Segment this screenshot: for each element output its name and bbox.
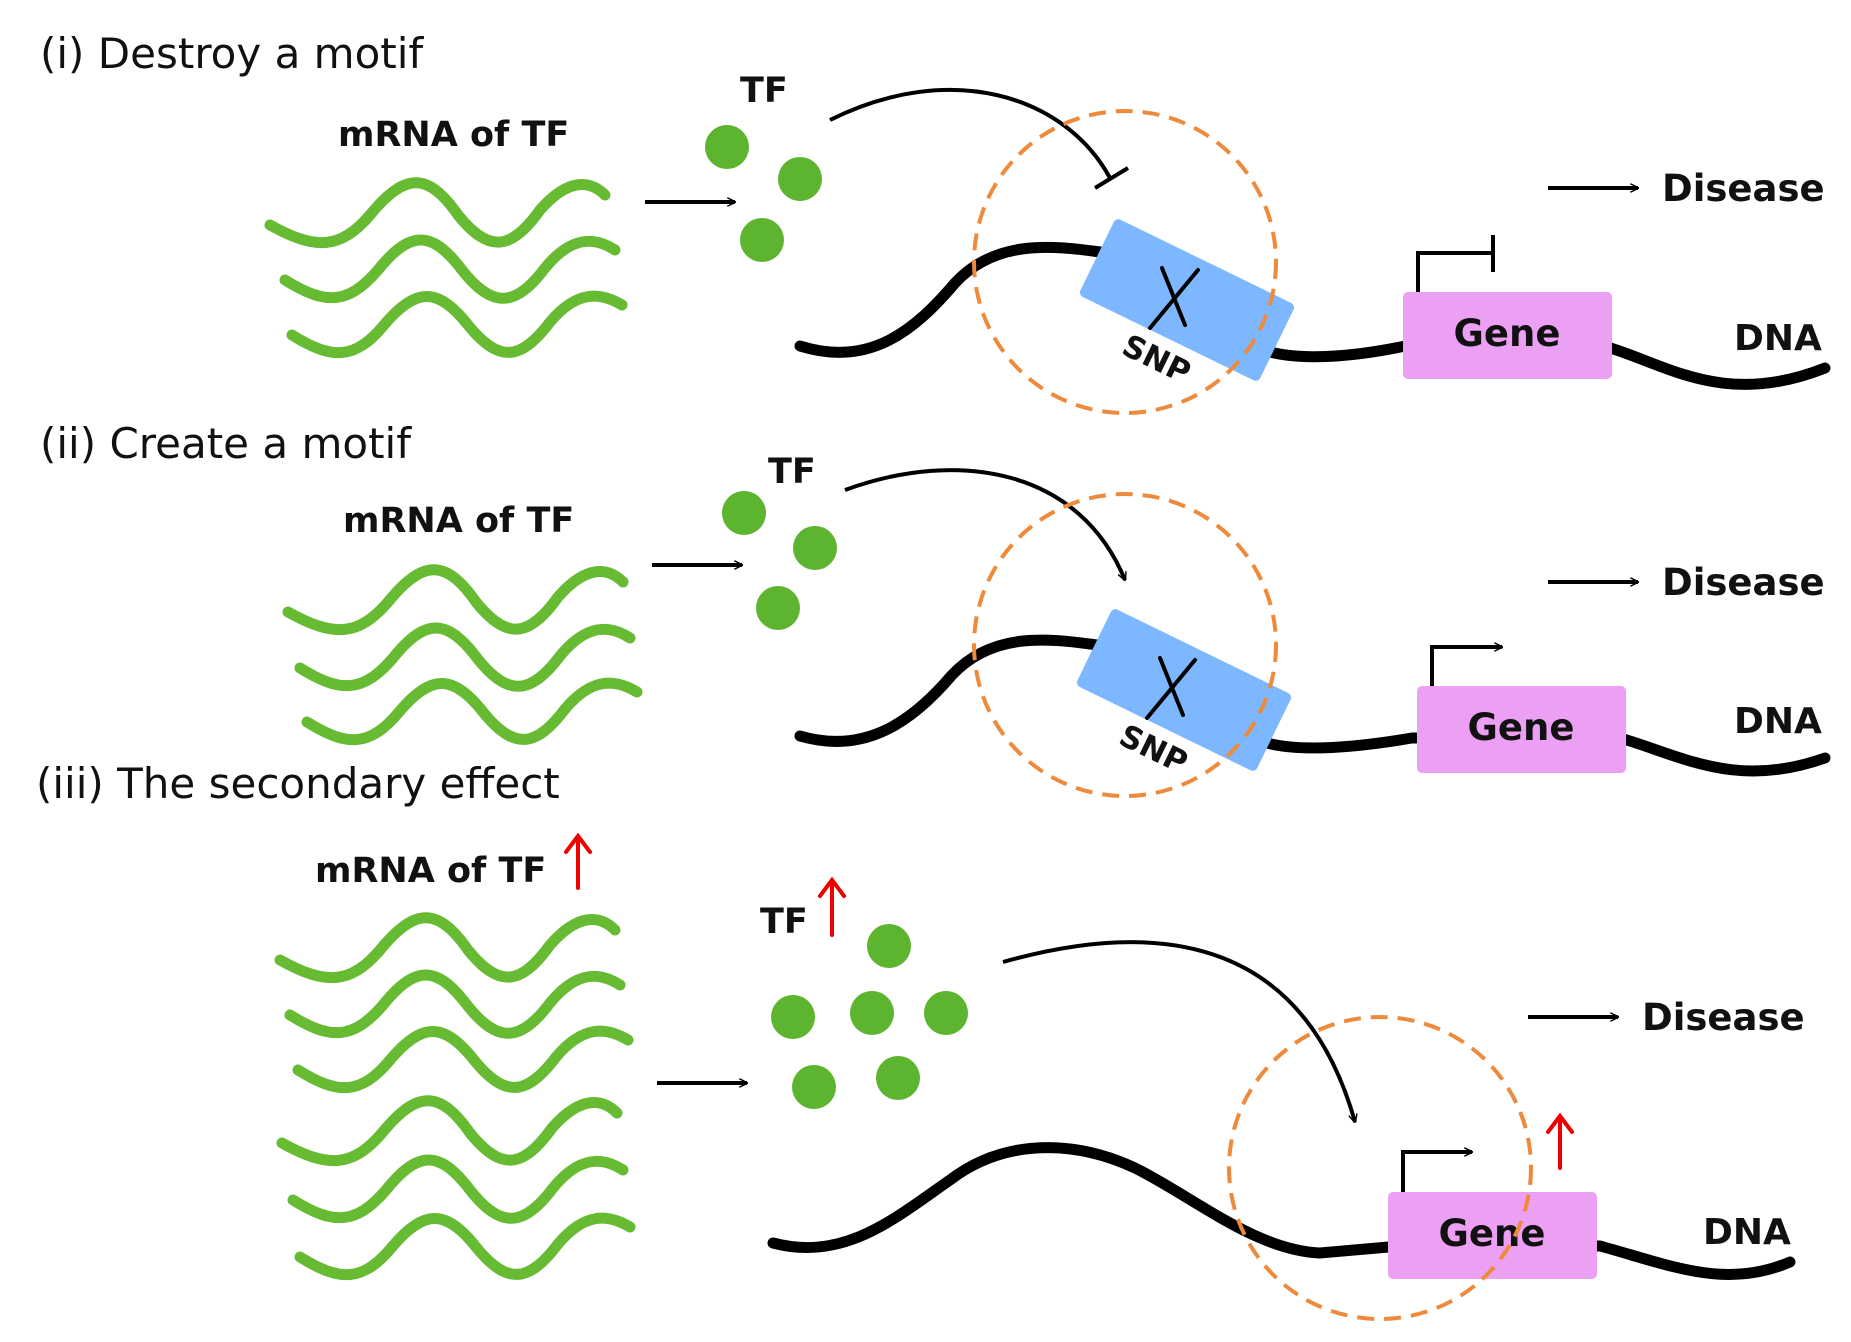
tf-molecule — [771, 995, 815, 1039]
gene-box — [1403, 292, 1612, 379]
tf-molecule — [924, 991, 968, 1035]
mrna-strand — [284, 969, 626, 1039]
panel-destroy-title: (i) Destroy a motif — [40, 29, 424, 78]
gene-box — [1388, 1192, 1597, 1279]
gene-label: Gene — [1454, 312, 1561, 355]
tf-molecule — [722, 491, 766, 535]
gene-increase-arrow-icon — [1546, 1112, 1574, 1170]
panel-secondary-effect: (iii) The secondary effect mRNA of TF TF — [36, 759, 1805, 1321]
mrna-strand — [292, 1025, 634, 1094]
tf-inhibition-arc — [829, 88, 1112, 179]
gene-box — [1417, 686, 1626, 773]
disease-label: Disease — [1662, 167, 1825, 210]
tf-molecule — [876, 1056, 920, 1100]
dna-label: DNA — [1703, 1212, 1791, 1253]
panel-create-tf-molecules — [722, 491, 837, 630]
panel-secondary-title: (iii) The secondary effect — [36, 759, 560, 808]
gene-label: Gene — [1439, 1212, 1546, 1255]
snp-box-rect — [1076, 609, 1292, 771]
dna-label: DNA — [1734, 318, 1822, 359]
gene-label: Gene — [1468, 706, 1575, 749]
panel-destroy-mrna-strands — [264, 177, 628, 359]
dna-label: DNA — [1734, 701, 1822, 742]
gene-focus-circle — [1227, 1015, 1533, 1321]
tf-molecule — [867, 924, 911, 968]
panel-create-mrna-label: mRNA of TF — [343, 501, 574, 541]
panel-secondary-tf-label: TF — [760, 902, 808, 942]
panel-create-tf-label: TF — [768, 452, 816, 492]
snp-mutation-cross-icon — [1145, 656, 1197, 720]
panel-destroy-mrna-label: mRNA of TF — [338, 115, 569, 155]
panel-secondary-dna — [767, 1142, 1796, 1281]
panel-secondary-tf-molecules — [771, 924, 968, 1109]
mrna-strand — [279, 234, 621, 304]
snp-box-rect — [1079, 219, 1295, 381]
snp-box: SNP — [1076, 609, 1292, 781]
panel-create-mrna-strands — [282, 564, 643, 746]
mrna-strand — [301, 677, 643, 746]
panel-create-dna — [794, 634, 1831, 777]
promoter-active-arrow-icon — [1430, 647, 1502, 687]
tf-molecule — [740, 218, 784, 262]
tf-molecule — [756, 586, 800, 630]
mrna-strand — [274, 912, 621, 984]
tf-increase-arrow-icon — [818, 876, 846, 937]
panel-destroy-tf-label: TF — [740, 71, 788, 111]
tf-molecule — [778, 157, 822, 201]
panel-secondary-mrna-strands — [274, 912, 636, 1281]
panel-create-motif: (ii) Create a motif mRNA of TF TF SNP Ge… — [40, 419, 1831, 798]
mrna-increase-arrow-icon — [564, 832, 592, 890]
snp-focus-circle — [972, 492, 1278, 798]
panel-destroy-motif: (i) Destroy a motif mRNA of TF TF SNP — [40, 29, 1831, 415]
mrna-strand — [294, 622, 636, 692]
mrna-strand — [286, 290, 628, 359]
tf-molecule — [793, 526, 837, 570]
disease-label: Disease — [1642, 996, 1805, 1039]
panel-destroy-dna — [794, 241, 1831, 390]
disease-label: Disease — [1662, 561, 1825, 604]
panel-destroy-tf-molecules — [705, 125, 822, 262]
promoter-blocked-icon — [1416, 235, 1495, 293]
snp-mutation-cross-icon — [1148, 266, 1200, 330]
tf-binding-arrow — [1002, 940, 1355, 1122]
mrna-strand — [264, 177, 611, 249]
mrna-strand — [287, 1154, 629, 1224]
mrna-strand — [282, 564, 629, 636]
tf-molecule — [705, 125, 749, 169]
promoter-active-arrow-icon — [1401, 1152, 1472, 1193]
panel-create-title: (ii) Create a motif — [40, 419, 412, 468]
tf-binding-arrow — [844, 468, 1127, 580]
snp-focus-circle — [972, 109, 1278, 415]
tf-molecule — [850, 991, 894, 1035]
panel-secondary-mrna-label: mRNA of TF — [315, 851, 546, 891]
tf-molecule — [792, 1065, 836, 1109]
inhibition-bar — [1093, 166, 1130, 190]
mrna-strand — [276, 1095, 623, 1167]
mrna-strand — [294, 1212, 636, 1281]
